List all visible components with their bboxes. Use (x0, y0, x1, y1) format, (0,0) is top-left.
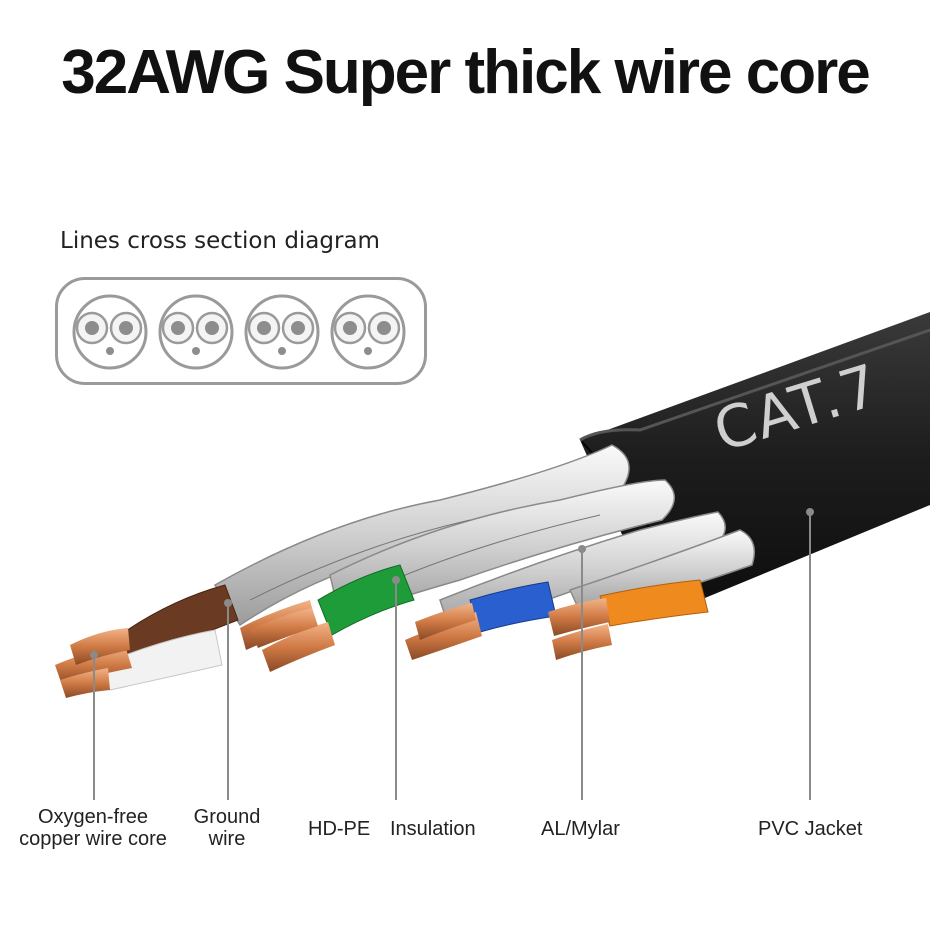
wire-pair-brown (55, 584, 239, 698)
cross-section-caption: Lines cross section diagram (60, 228, 380, 254)
cross-section-pair (328, 293, 408, 371)
label-insulation: Insulation (390, 818, 476, 840)
cable-illustration (55, 312, 930, 698)
cross-section-pair (242, 293, 322, 371)
ground-leader-line (227, 603, 229, 800)
cross-section-pair (156, 293, 236, 371)
insulation-leader-line (395, 580, 397, 800)
cross-section-pair (70, 293, 150, 371)
mylar-leader-line (581, 549, 583, 800)
label-ground-wire: Ground wire (193, 806, 261, 850)
label-hdpe: HD-PE (308, 818, 371, 840)
wire-pair-green (250, 564, 415, 672)
jacket-leader-line (809, 512, 811, 800)
wire-pair-orange (548, 579, 709, 660)
label-pvc-jacket: PVC Jacket (758, 818, 863, 840)
cross-section-diagram (55, 277, 427, 385)
page-title: 32AWG Super thick wire core (61, 38, 870, 107)
wire-pair-blue (405, 581, 557, 660)
copper-leader-line (93, 655, 95, 800)
label-al-mylar: AL/Mylar (541, 818, 620, 840)
label-copper-core: Oxygen-free copper wire core (19, 806, 167, 850)
